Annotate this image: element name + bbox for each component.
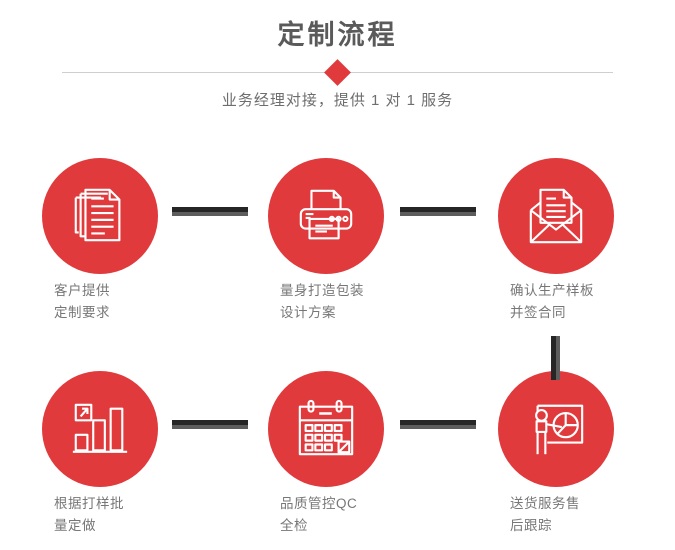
connector-bar-dark <box>172 207 248 212</box>
page-title: 定制流程 <box>277 20 398 50</box>
calendar-check-icon <box>298 399 354 456</box>
printer-icon <box>299 189 353 240</box>
step-1[interactable]: 客户提供 定制要求 <box>42 158 158 320</box>
step-6-caption: 送货服务售 后跟踪 <box>510 496 580 533</box>
connector-bar-gray <box>556 336 560 380</box>
connector-5-6 <box>400 420 476 429</box>
step-5-circle <box>268 371 384 487</box>
connector-bar-dark <box>551 336 556 380</box>
step-6-circle <box>498 371 614 487</box>
connector-bar-dark <box>400 420 476 425</box>
step-5[interactable]: 品质管控QC 全检 <box>268 371 384 533</box>
connector-bar-dark <box>400 207 476 212</box>
diamond-marker-icon <box>324 58 351 86</box>
connector-bar-gray <box>172 212 248 216</box>
documents-stack-icon <box>74 188 121 242</box>
step-4-circle <box>42 371 158 487</box>
page-subtitle: 业务经理对接，提供 1 对 1 服务 <box>221 92 454 109</box>
step-4[interactable]: 根据打样批 量定做 <box>42 371 158 533</box>
step-3[interactable]: 确认生产样板 并签合同 <box>498 158 614 320</box>
connector-bar-gray <box>172 425 248 429</box>
connector-bar-gray <box>400 212 476 216</box>
step-1-circle <box>42 158 158 274</box>
presenter-pie-chart-icon <box>535 404 584 455</box>
step-2-caption: 量身打造包装 设计方案 <box>280 283 364 320</box>
step-1-caption: 客户提供 定制要求 <box>54 283 110 320</box>
growth-bar-chart-icon <box>72 403 128 453</box>
connector-2-3 <box>400 207 476 216</box>
step-4-caption: 根据打样批 量定做 <box>54 496 124 533</box>
step-5-caption: 品质管控QC 全检 <box>280 496 358 533</box>
step-3-caption: 确认生产样板 并签合同 <box>510 283 594 320</box>
step-3-circle <box>498 158 614 274</box>
step-2-circle <box>268 158 384 274</box>
connector-bar-dark <box>172 420 248 425</box>
connector-1-2 <box>172 207 248 216</box>
connector-4-5 <box>172 420 248 429</box>
step-6[interactable]: 送货服务售 后跟踪 <box>498 371 614 533</box>
connector-3-4 <box>551 336 560 380</box>
header-divider <box>62 58 613 86</box>
step-2[interactable]: 量身打造包装 设计方案 <box>268 158 384 320</box>
connector-bar-gray <box>400 425 476 429</box>
open-envelope-letter-icon <box>529 188 583 244</box>
